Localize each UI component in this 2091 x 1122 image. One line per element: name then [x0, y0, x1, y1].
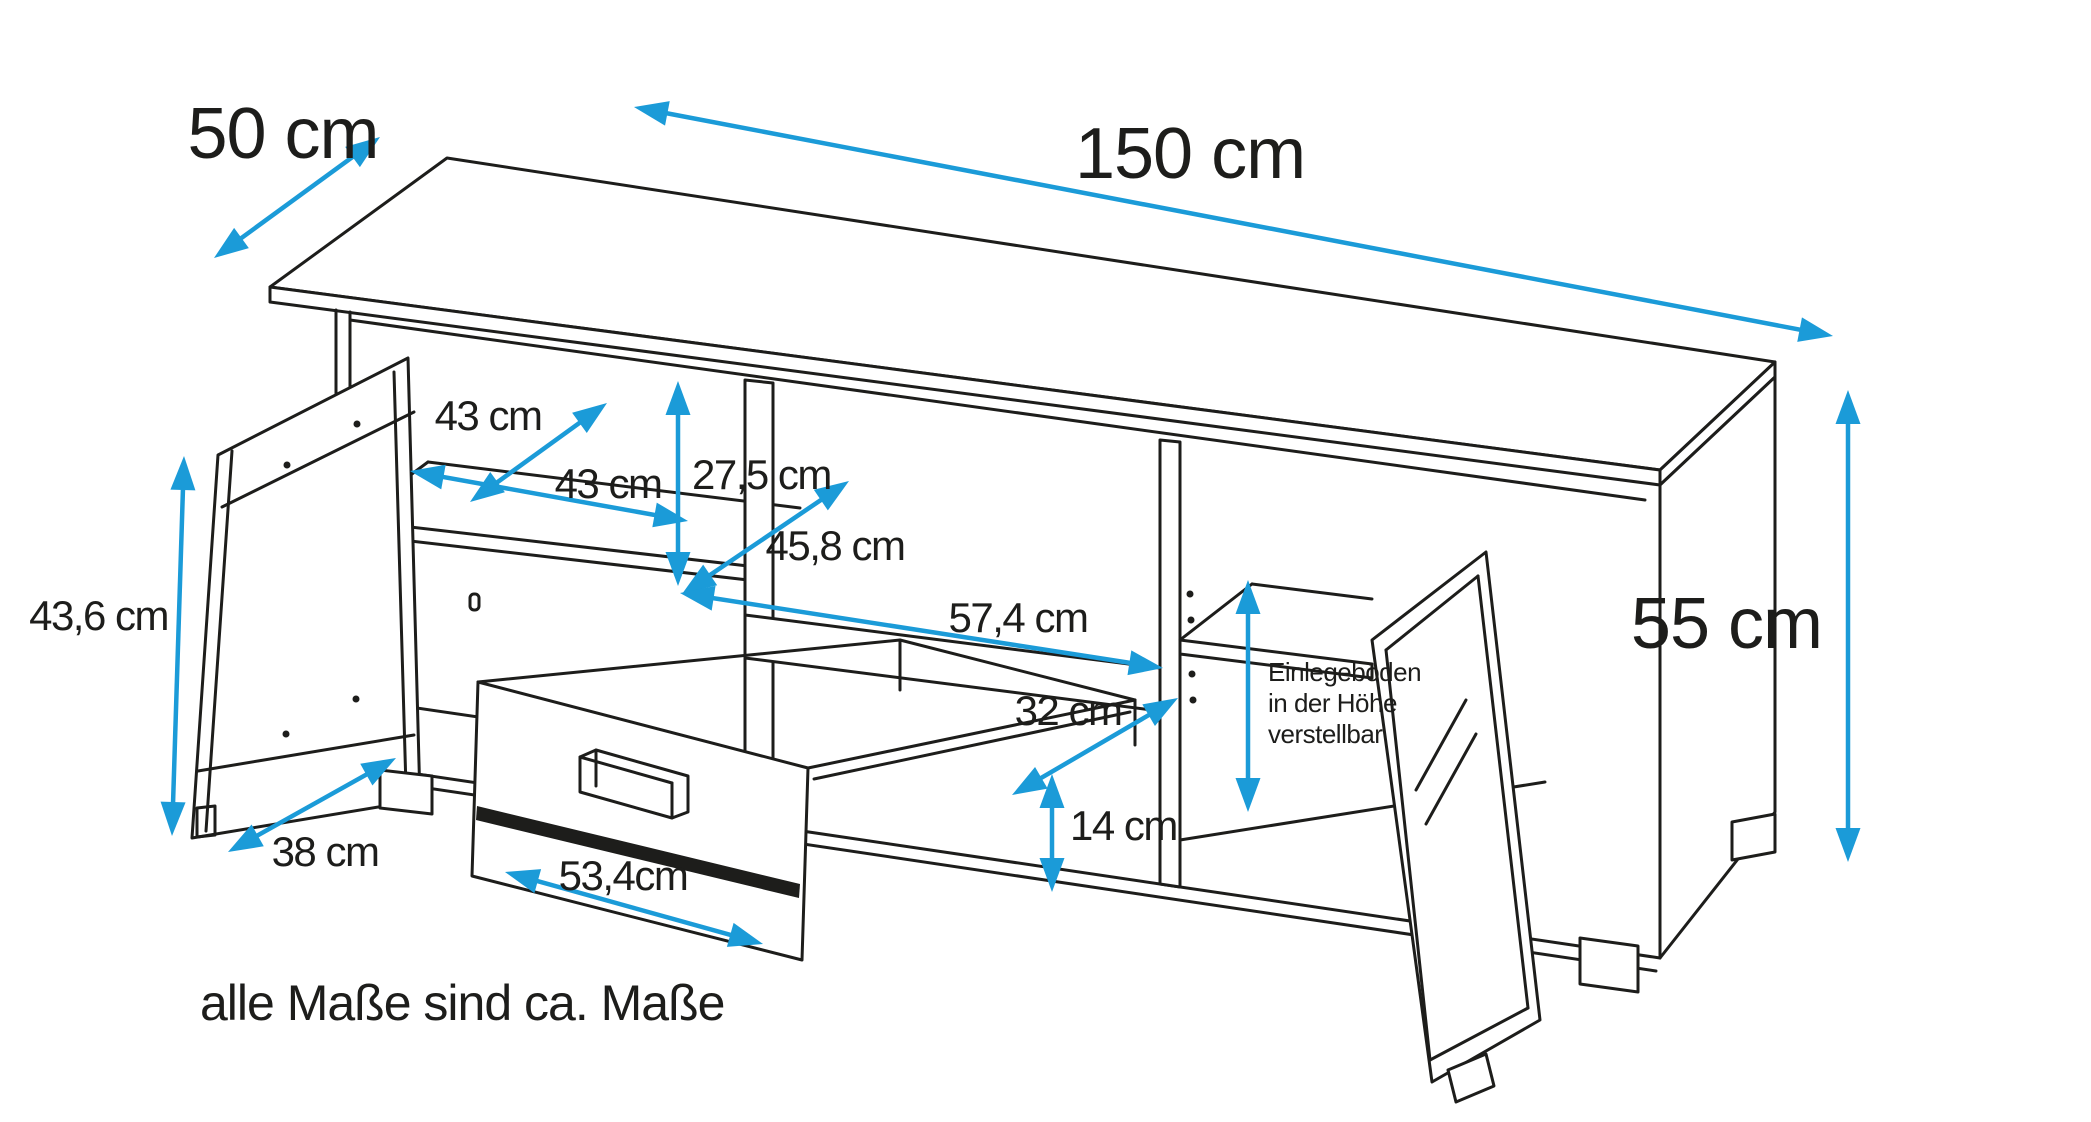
disclaimer-text: alle Maße sind ca. Maße — [200, 975, 724, 1031]
cabinet-feet — [378, 768, 1777, 994]
dim-label-depth: 50 cm — [187, 94, 378, 174]
drawer-handle-icon — [578, 748, 690, 820]
dim-label-width: 150 cm — [1075, 114, 1305, 194]
dim-label-niche-width: 57,4 cm — [949, 594, 1088, 641]
left-door — [190, 356, 422, 840]
dim-label-door-height: 43,6 cm — [29, 592, 168, 639]
dim-arrow-niche-depth-45-8cm — [682, 481, 849, 594]
drawer-front-panel — [470, 680, 810, 962]
dim-arrow-drawer-depth-32cm — [1012, 698, 1178, 795]
dim-label-compartment-depth: 43 cm — [435, 392, 542, 439]
dim-arrow-shelf-adjustable — [1235, 580, 1261, 812]
dim-arrow-drawer-height-14cm — [1039, 774, 1065, 892]
dim-arrow-depth-50cm — [214, 137, 380, 258]
dim-arrow-width-150cm — [634, 101, 1833, 342]
cabinet-top-panel — [268, 156, 1777, 487]
dim-label-height: 55 cm — [1631, 584, 1822, 664]
dim-label-drawer-depth: 32 cm — [1015, 687, 1122, 734]
dim-label-niche-height: 27,5 cm — [692, 451, 831, 498]
dim-arrow-niche-width-57-4cm — [680, 585, 1163, 676]
drawer — [470, 638, 1137, 962]
dim-arrow-door-height-43-6cm — [160, 456, 196, 836]
right-door — [1370, 550, 1542, 1104]
shelf-adjustable-note: Einlegeböden in der Höhe verstellbar — [1268, 657, 1422, 749]
dimension-labels: 50 cm 150 cm 55 cm 43 cm 43 cm 27,5 cm 4… — [29, 94, 1823, 899]
dim-label-compartment-width: 43 cm — [555, 460, 662, 507]
shelf-pin-holes-icon — [1186, 590, 1197, 704]
cabinet-right-side-panel — [1658, 375, 1777, 960]
door-hinge-holes-icon — [282, 420, 361, 738]
dim-arrow-height-55cm — [1835, 390, 1861, 862]
dim-label-door-width: 38 cm — [272, 828, 379, 875]
drawer-front-groove — [476, 806, 800, 898]
dim-label-drawer-width: 53,4cm — [559, 852, 688, 899]
shelf-note-line2: in der Höhe — [1268, 688, 1397, 718]
cable-hole-icon — [468, 592, 481, 612]
dim-arrow-drawer-width-53-4cm — [505, 869, 763, 947]
shelf-note-line3: verstellbar — [1268, 719, 1383, 749]
dimension-arrows — [160, 101, 1861, 947]
dim-arrow-door-width-38cm — [228, 758, 396, 852]
center-divider-right — [1158, 438, 1182, 889]
right-door-foot — [1446, 1052, 1496, 1104]
dim-arrow-niche-height-27-5cm — [665, 381, 691, 586]
shelf-note-line1: Einlegeböden — [1268, 657, 1421, 687]
dim-label-drawer-height: 14 cm — [1070, 802, 1177, 849]
dim-label-niche-depth: 45,8 cm — [766, 522, 905, 569]
